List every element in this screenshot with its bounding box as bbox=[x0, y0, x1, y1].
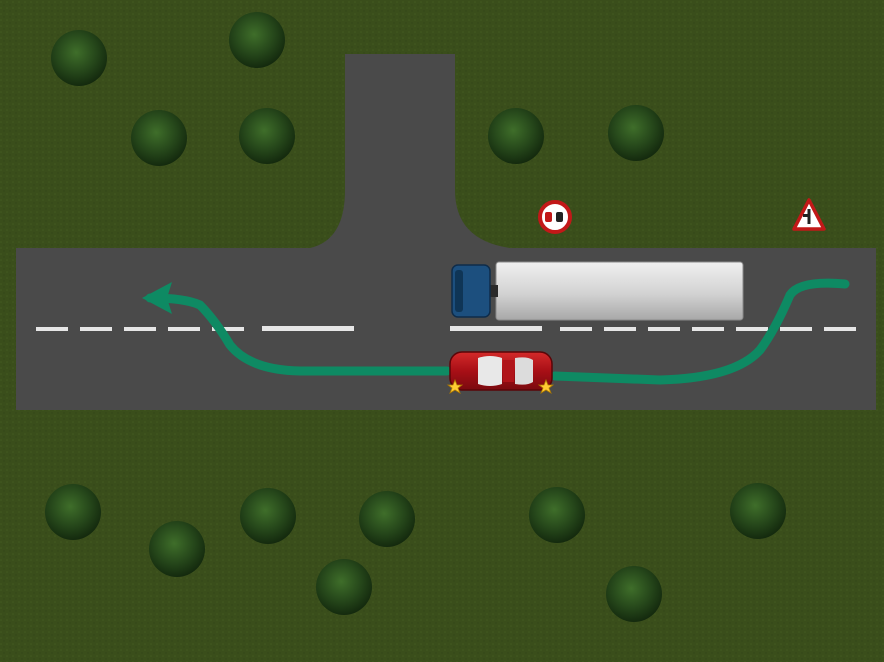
truck-trailer bbox=[495, 261, 744, 321]
bush-icon bbox=[131, 110, 187, 166]
bush-icon bbox=[149, 521, 205, 577]
bush-icon bbox=[529, 487, 585, 543]
bush-icon bbox=[229, 12, 285, 68]
bush-icon bbox=[606, 566, 662, 622]
bush-icon bbox=[51, 30, 107, 86]
lane-markings bbox=[36, 326, 856, 331]
bush-icon bbox=[45, 484, 101, 540]
bush-icon bbox=[316, 559, 372, 615]
side-road bbox=[310, 54, 510, 248]
bush-icon bbox=[240, 488, 296, 544]
red-car bbox=[449, 351, 553, 391]
trees bbox=[45, 12, 786, 622]
hazard-lights bbox=[446, 378, 555, 394]
hazard-light-icon bbox=[446, 378, 464, 394]
no-overtaking-sign bbox=[538, 200, 572, 234]
bush-icon bbox=[359, 491, 415, 547]
bush-icon bbox=[608, 105, 664, 161]
bush-icon bbox=[239, 108, 295, 164]
hazard-light-icon bbox=[537, 378, 555, 394]
arrow-head-icon bbox=[142, 282, 172, 314]
truck bbox=[451, 261, 744, 321]
bush-icon bbox=[488, 108, 544, 164]
bush-icon bbox=[730, 483, 786, 539]
overtaking-arrow bbox=[142, 278, 850, 385]
intersection-warning-sign bbox=[792, 198, 826, 231]
